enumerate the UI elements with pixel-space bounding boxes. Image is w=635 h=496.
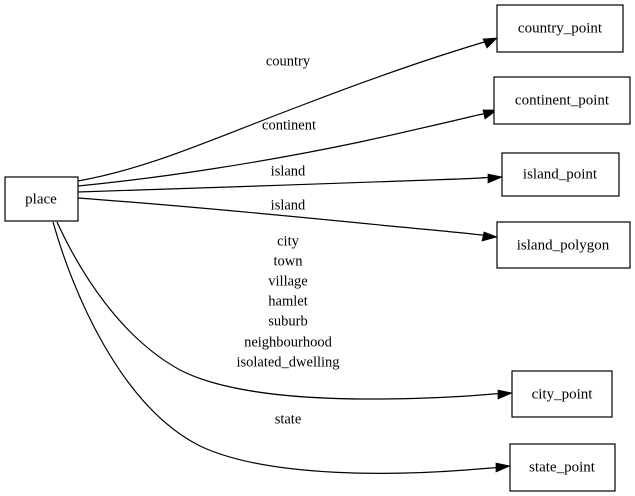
node-country-point[interactable]: country_point [496,4,624,53]
edge-label-city-line-6: neighbourhood [244,334,333,350]
node-continent-point[interactable]: continent_point [493,76,631,125]
edge-group-country[interactable] [77,37,498,182]
node-state-point-label: state_point [529,459,596,475]
node-state-point-rect [509,443,616,492]
node-state-point[interactable]: state_point [509,443,616,492]
edge-label-city-line-4: hamlet [268,293,307,309]
arrowhead-country [482,37,498,49]
node-place-rect [4,176,79,222]
node-island-point-rect [501,152,620,197]
edge-label-island-polygon: island [271,197,306,213]
edge-label-island-point: island [271,163,306,179]
edge-label-city-line-1: city [277,233,299,249]
node-country-point-rect [496,4,624,53]
node-city-point-label: city_point [532,386,594,402]
arrowhead-state [495,462,512,473]
edge-label-continent: continent [262,117,316,133]
node-place-label: place [25,191,57,207]
edge-path-continent [77,111,492,187]
edge-path-state [52,221,505,474]
edge-path-island-polygon [77,197,492,237]
arrowhead-island-point [487,173,504,184]
edge-path-country [77,39,492,182]
node-island-polygon[interactable]: island_polygon [496,221,631,269]
node-island-polygon-label: island_polygon [517,237,610,253]
node-country-point-label: country_point [518,20,603,36]
edge-group-island-polygon[interactable] [77,197,499,242]
node-city-point[interactable]: city_point [511,370,613,418]
edge-label-city-line-3: village [268,273,307,289]
edge-path-island-point [77,176,497,193]
edge-group-state[interactable] [52,221,512,474]
edge-label-country: country [266,53,311,69]
node-continent-point-label: continent_point [515,92,610,108]
node-city-point-rect [511,370,613,418]
node-island-polygon-rect [496,221,631,269]
edge-label-city-line-7: isolated_dwelling [236,354,339,370]
edge-group-island-point[interactable] [77,173,504,193]
node-island-point[interactable]: island_point [501,152,620,197]
arrowhead-city [497,389,514,400]
edge-path-city [56,221,507,400]
node-island-point-label: island_point [523,166,598,182]
edge-label-city-multiline: city town village hamlet suburb neighbou… [236,233,339,370]
edge-label-city-line-2: town [274,253,304,269]
edge-label-city-line-5: suburb [268,313,307,329]
node-continent-point-rect [493,76,631,125]
edge-group-city[interactable] [56,221,514,400]
edge-label-state: state [275,411,302,427]
node-place[interactable]: place [4,176,79,222]
arrowhead-island-polygon [481,231,499,242]
